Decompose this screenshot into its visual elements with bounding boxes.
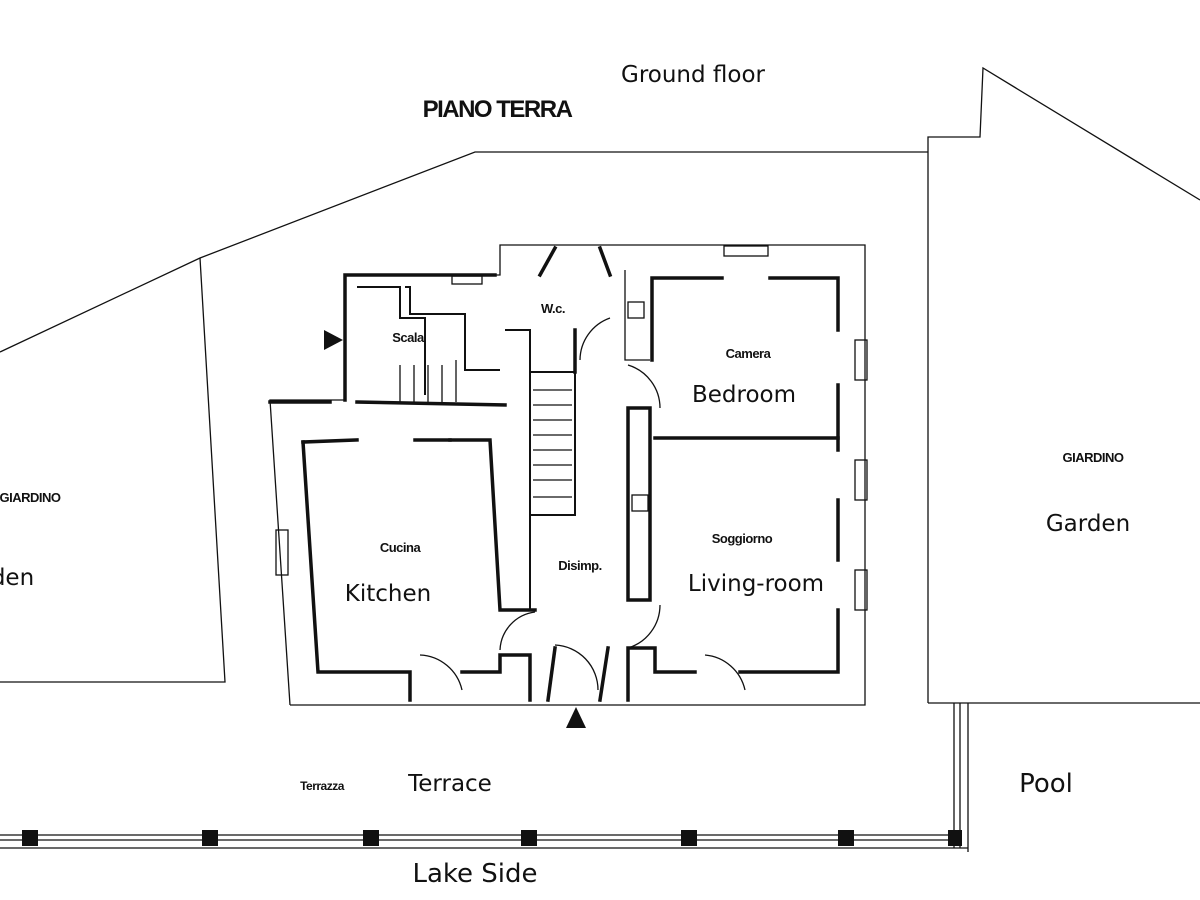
side-entrance-arrow-icon — [324, 330, 343, 350]
living-label: Living-room — [688, 571, 824, 597]
bedroom-label: Bedroom — [692, 382, 796, 408]
garden-left-label: Garden — [0, 565, 34, 591]
pool-label: Pool — [1019, 769, 1073, 799]
kitchen-label: Kitchen — [345, 581, 431, 607]
house — [268, 244, 868, 706]
site-boundary — [0, 66, 1200, 704]
wc-label: W.c. — [541, 301, 565, 316]
stair-treads — [399, 360, 572, 498]
stairs-label: Scala — [392, 330, 425, 345]
bedroom-label-it: Camera — [726, 346, 772, 361]
living-label-it: Soggiorno — [712, 531, 773, 546]
lake-side-label: Lake Side — [412, 859, 537, 889]
terrace-label: Terrace — [407, 771, 492, 797]
hall-label: Disimp. — [558, 558, 601, 573]
kitchen-label-it: Cucina — [380, 540, 422, 555]
title-english: Ground floor — [621, 62, 766, 88]
entrance-arrow-icon — [566, 707, 586, 728]
terrace-railing — [0, 703, 969, 852]
garden-right-label: Garden — [1046, 511, 1130, 537]
garden-left-label-it: GIARDINO — [0, 490, 61, 505]
title-italian: PIANO TERRA — [423, 96, 573, 123]
garden-right-label-it: GIARDINO — [1063, 450, 1124, 465]
terrace-label-it: Terrazza — [300, 779, 345, 793]
